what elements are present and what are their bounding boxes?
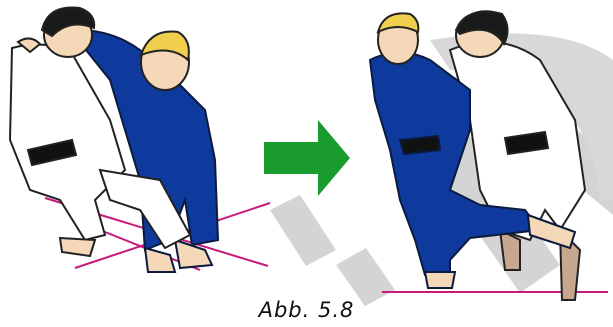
left-scene — [10, 7, 270, 272]
black-hair-head-left — [18, 7, 94, 57]
blond-head-right — [378, 13, 418, 64]
blond-head-left — [141, 31, 189, 90]
figure-caption: Abb. 5.8 — [0, 298, 613, 322]
arrow-right-icon — [264, 120, 350, 196]
